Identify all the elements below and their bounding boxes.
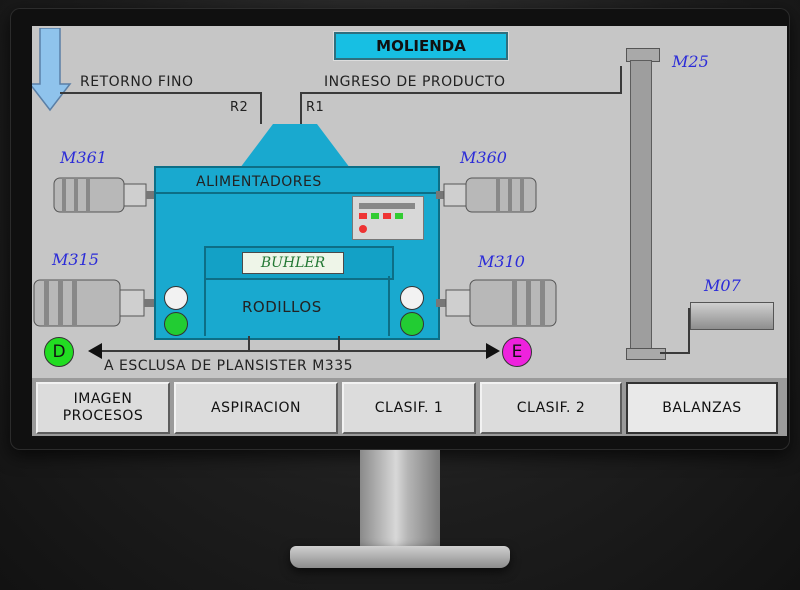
- down-arrow-icon: [32, 28, 72, 112]
- motor-label-m360: M360: [460, 148, 507, 167]
- badge-d[interactable]: D: [44, 337, 74, 367]
- nav-button-clasif-2[interactable]: CLASIF. 2: [480, 382, 622, 434]
- arrow-left-icon: [88, 343, 102, 359]
- motor-label-m310: M310: [478, 252, 525, 271]
- rodillos-frame-l: [204, 276, 206, 336]
- brand-plate: BUHLER: [204, 246, 394, 280]
- rodillos-frame-r: [388, 276, 390, 336]
- esclusa-line-h: [96, 350, 492, 352]
- ingreso-line-v: [300, 92, 302, 124]
- motor-label-m25: M25: [672, 52, 709, 71]
- nav-button-imagen-procesos[interactable]: IMAGEN PROCESOS: [36, 382, 170, 434]
- page-title: MOLIENDA: [334, 32, 508, 60]
- motor-label-m07: M07: [704, 276, 741, 295]
- elevator-m25[interactable]: [626, 48, 666, 360]
- m25-to-m07-line-h: [660, 352, 690, 354]
- nav-bar: IMAGEN PROCESOS ASPIRACION CLASIF. 1 CLA…: [32, 378, 787, 436]
- esclusa-label: A ESCLUSA DE PLANSISTER M335: [104, 358, 354, 374]
- retorno-line-v: [260, 92, 262, 124]
- motor-label-m315: M315: [52, 250, 99, 269]
- alimentadores-label: ALIMENTADORES: [196, 174, 322, 190]
- r2-label: R2: [230, 100, 249, 115]
- nav-button-clasif-1[interactable]: CLASIF. 1: [342, 382, 476, 434]
- rodillos-label: RODILLOS: [242, 298, 322, 316]
- motor-m315[interactable]: [32, 276, 154, 332]
- badge-e[interactable]: E: [502, 337, 532, 367]
- m25-to-m07-line-v: [688, 308, 690, 354]
- r1-label: R1: [306, 100, 325, 115]
- ingreso-producto-label: INGRESO DE PRODUCTO: [324, 74, 506, 90]
- monitor-stand-base: [290, 546, 510, 568]
- feed-hopper: [240, 124, 350, 168]
- retorno-fino-label: RETORNO FINO: [80, 74, 194, 90]
- hmi-screen: MOLIENDA RETORNO FINO R2 INGRESO DE PROD…: [32, 26, 787, 436]
- brand-logo: BUHLER: [242, 252, 344, 274]
- nav-button-aspiracion[interactable]: ASPIRACION: [174, 382, 338, 434]
- nav-button-balanzas[interactable]: BALANZAS: [626, 382, 778, 434]
- motor-m360[interactable]: [436, 172, 538, 218]
- motor-label-m361: M361: [60, 148, 107, 167]
- motor-m361[interactable]: [52, 172, 154, 218]
- status-indicator-right-green: [400, 312, 424, 336]
- ingreso-line-h: [300, 92, 620, 94]
- monitor-stand-neck: [360, 450, 440, 550]
- ingreso-line-v2: [620, 66, 622, 94]
- machine-divider: [156, 192, 438, 194]
- esclusa-line-right-v: [338, 336, 340, 350]
- motor-m310[interactable]: [436, 276, 558, 332]
- control-panel[interactable]: [352, 196, 424, 240]
- status-indicator-left-green: [164, 312, 188, 336]
- retorno-line-h: [60, 92, 260, 94]
- esclusa-line-left-v: [248, 336, 250, 350]
- arrow-right-icon: [486, 343, 500, 359]
- molino-buhler[interactable]: ALIMENTADORES BUHLER RODILLOS: [154, 166, 440, 340]
- status-indicator-left-white: [164, 286, 188, 310]
- status-indicator-right-white: [400, 286, 424, 310]
- motor-m07[interactable]: [690, 302, 774, 330]
